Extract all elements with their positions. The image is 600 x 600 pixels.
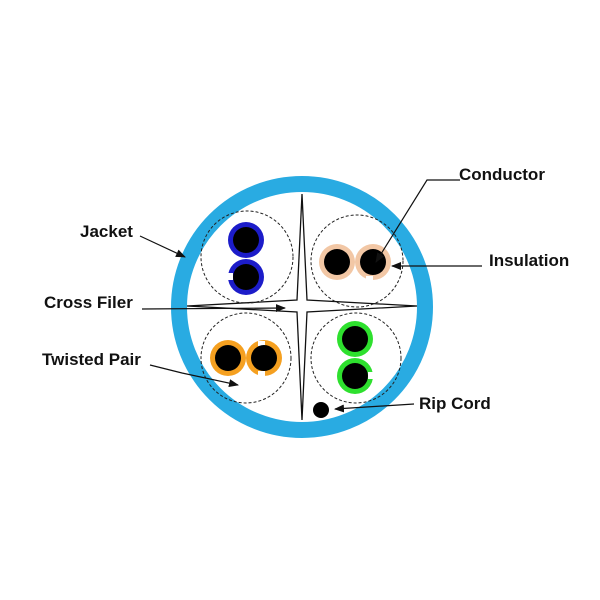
twisted-pair-boundary-top-right xyxy=(310,214,404,308)
conductor-brown-1 xyxy=(324,249,350,275)
label-rip-cord: Rip Cord xyxy=(419,394,491,413)
conductor-orange-1 xyxy=(215,345,241,371)
twisted-pair-boundary-bottom-left xyxy=(200,312,292,404)
insulation-stripe xyxy=(258,371,265,376)
twisted-pair-orange xyxy=(210,340,282,376)
label-conductor: Conductor xyxy=(459,165,545,184)
leader-cross-filler xyxy=(141,304,286,313)
leader-twisted-pair xyxy=(149,364,239,388)
insulation-stripe xyxy=(258,341,265,346)
conductor-blue-2 xyxy=(233,264,259,290)
leader-rip-cord xyxy=(334,403,415,413)
conductor-green-1 xyxy=(342,326,368,352)
label-twisted-pair: Twisted Pair xyxy=(42,350,141,369)
insulation-stripe xyxy=(368,372,373,379)
cross-filler xyxy=(186,193,418,421)
twisted-pair-green xyxy=(337,321,373,394)
conductor-green-2 xyxy=(342,363,368,389)
label-insulation: Insulation xyxy=(489,251,569,270)
insulation-stripe xyxy=(228,273,233,280)
label-jacket: Jacket xyxy=(80,222,133,241)
twisted-pair-blue xyxy=(228,222,264,295)
leader-conductor xyxy=(375,179,460,263)
rip-cord-dot xyxy=(313,402,329,418)
leader-jacket xyxy=(139,235,186,258)
twisted-pair-brown xyxy=(319,244,391,281)
twisted-pair-boundary-bottom-right xyxy=(310,312,402,404)
label-cross-filler: Cross Filer xyxy=(44,293,133,312)
twisted-pair-boundary-top-left xyxy=(200,210,294,304)
conductor-orange-2 xyxy=(251,345,277,371)
insulation-stripe xyxy=(366,276,373,281)
conductor-blue-1 xyxy=(233,227,259,253)
